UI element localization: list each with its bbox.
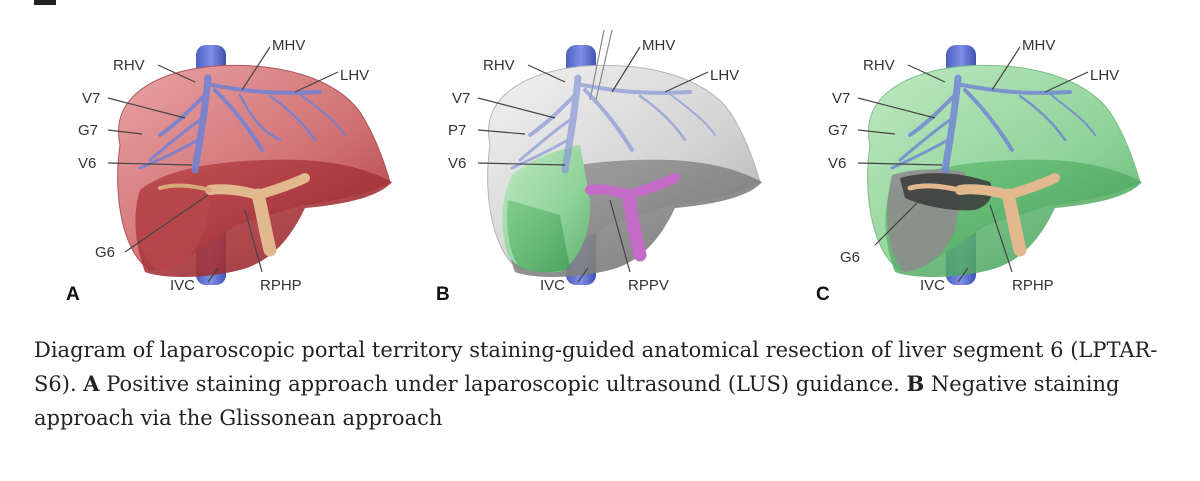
label-ivc: IVC — [920, 277, 945, 294]
label-ivc: IVC — [540, 277, 565, 294]
label-g6: G6 — [95, 244, 115, 261]
label-g7: G7 — [828, 122, 848, 139]
label-v7: V7 — [452, 90, 470, 107]
segment6-stain — [136, 174, 215, 272]
label-v7: V7 — [82, 90, 100, 107]
caption-text-3: Negative staining approach via the Gliss… — [34, 372, 1120, 430]
hepatic-veins — [510, 74, 716, 174]
figure-caption: Diagram of laparoscopic portal territory… — [34, 333, 1174, 435]
label-g7: G7 — [78, 122, 98, 139]
caption-text-1: Diagram of laparoscopic portal territory… — [34, 338, 1158, 396]
label-g6: G6 — [840, 249, 860, 266]
panel-c: RHV MHV LHV V7 G7 V6 G6 IVC RPHP C — [816, 37, 1142, 305]
caption-bold-a: A — [83, 371, 100, 396]
hepatic-veins — [890, 74, 1096, 174]
label-portal: RPHP — [260, 277, 302, 294]
label-mhv: MHV — [272, 37, 305, 54]
label-lhv: LHV — [340, 67, 369, 84]
label-portal: RPPV — [628, 277, 669, 294]
panel-a: RHV MHV LHV V7 G7 V6 G6 IVC RPHP A — [66, 37, 392, 305]
label-ivc: IVC — [170, 277, 195, 294]
label-p7: P7 — [448, 122, 466, 139]
caption-bold-b: B — [906, 371, 925, 396]
label-v7: V7 — [832, 90, 850, 107]
portal-pedicle — [158, 173, 310, 257]
label-lhv: LHV — [1090, 67, 1119, 84]
panel-letter-a: A — [66, 284, 80, 305]
label-mhv: MHV — [1022, 37, 1055, 54]
label-lhv: LHV — [710, 67, 739, 84]
portal-vein — [585, 173, 680, 262]
portal-pedicle — [907, 173, 1060, 257]
label-mhv: MHV — [642, 37, 675, 54]
label-rhv: RHV — [113, 57, 145, 74]
label-v6: V6 — [78, 155, 96, 172]
label-rhv: RHV — [483, 57, 515, 74]
liver-diagram: RHV MHV LHV V7 G7 V6 G6 IVC RPHP A — [34, 0, 1142, 305]
caption-text-2: Positive staining approach under laparos… — [99, 372, 907, 396]
panel-b: RHV MHV LHV V7 P7 V6 IVC RPPV B — [436, 29, 762, 305]
transection-plane — [900, 173, 992, 211]
panel-letter-c: C — [816, 284, 830, 305]
label-portal: RPHP — [1012, 277, 1054, 294]
label-v6: V6 — [828, 155, 846, 172]
label-rhv: RHV — [863, 57, 895, 74]
label-v6: V6 — [448, 155, 466, 172]
panel-letter-b: B — [436, 284, 450, 305]
